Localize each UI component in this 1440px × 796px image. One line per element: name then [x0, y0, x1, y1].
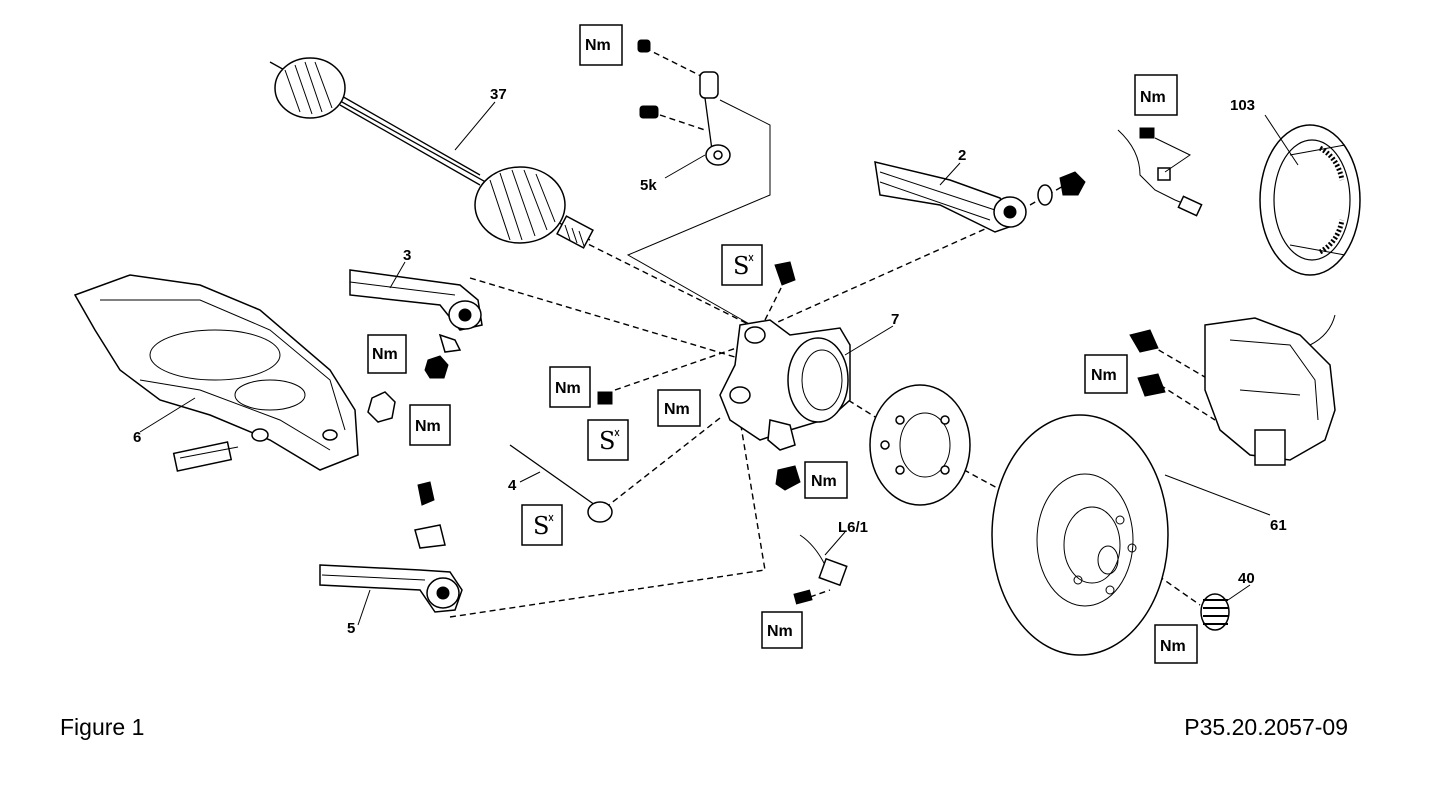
torque-symbol: Nm — [1154, 624, 1198, 664]
wheel-hub — [869, 384, 971, 506]
torque-symbol: Nm — [549, 366, 591, 408]
axle-nut — [1200, 593, 1230, 631]
brake-caliper — [1129, 314, 1336, 466]
special-symbols: S S S — [521, 244, 763, 546]
label-axle-nut: 40 — [1238, 570, 1255, 587]
svg-text:Nm: Nm — [1160, 638, 1186, 655]
brake-disc — [991, 414, 1169, 656]
label-control-arm-3: 3 — [403, 247, 411, 264]
figure-reference: P35.20.2057-09 — [1184, 714, 1348, 740]
upper-arm — [874, 161, 1086, 233]
knuckle — [597, 261, 851, 491]
torque-symbol: Nm — [804, 461, 848, 499]
figure-caption: Figure 1 — [60, 714, 145, 740]
part-labels: 37 5k 2 103 3 6 7 4 5 L6/1 61 40 — [133, 86, 1287, 637]
torque-symbol: Nm — [761, 611, 803, 649]
label-parking-brake-shoe: 103 — [1230, 97, 1255, 114]
special-symbol: S — [587, 419, 629, 461]
svg-text:Nm: Nm — [372, 346, 398, 363]
torque-symbol: Nm — [1134, 74, 1178, 116]
svg-text:Nm: Nm — [1091, 367, 1117, 384]
svg-text:Nm: Nm — [811, 473, 837, 490]
torque-symbol: Nm — [657, 389, 701, 427]
sensor-bracket — [1117, 127, 1203, 217]
label-knuckle: 7 — [891, 311, 899, 328]
svg-text:Nm: Nm — [585, 37, 611, 54]
svg-text:Nm: Nm — [767, 623, 793, 640]
parking-brake-shoe — [1259, 114, 1361, 276]
torque-symbols: Nm Nm Nm Nm Nm Nm Nm Nm — [367, 24, 1198, 664]
label-stabilizer-link: 5k — [640, 177, 657, 194]
torque-symbol: Nm — [1084, 354, 1128, 394]
svg-text:Nm: Nm — [664, 401, 690, 418]
stabilizer-link — [637, 39, 731, 166]
svg-text:S: S — [733, 252, 749, 280]
sensor-l6-1 — [793, 534, 848, 605]
svg-text:S: S — [599, 427, 615, 455]
special-symbol: S — [721, 244, 763, 286]
lower-arm — [73, 274, 396, 472]
arm-5 — [319, 481, 463, 613]
drive-shaft — [269, 57, 594, 249]
svg-text:Nm: Nm — [1140, 89, 1166, 106]
label-sensor: L6/1 — [838, 519, 868, 536]
label-toe-link: 4 — [508, 477, 517, 494]
label-drive-shaft: 37 — [490, 86, 507, 103]
label-arm-5: 5 — [347, 620, 355, 637]
special-symbol: S — [521, 504, 563, 546]
torque-symbol: Nm — [579, 24, 623, 66]
svg-text:S: S — [533, 512, 549, 540]
svg-text:Nm: Nm — [555, 380, 581, 397]
label-upper-arm: 2 — [958, 147, 966, 164]
label-brake-disc: 61 — [1270, 517, 1287, 534]
toe-link — [509, 444, 613, 523]
label-lower-arm: 6 — [133, 429, 141, 446]
svg-text:Nm: Nm — [415, 418, 441, 435]
control-arm-3 — [349, 269, 483, 379]
torque-symbol: Nm — [409, 404, 451, 446]
torque-symbol: Nm — [367, 334, 407, 374]
